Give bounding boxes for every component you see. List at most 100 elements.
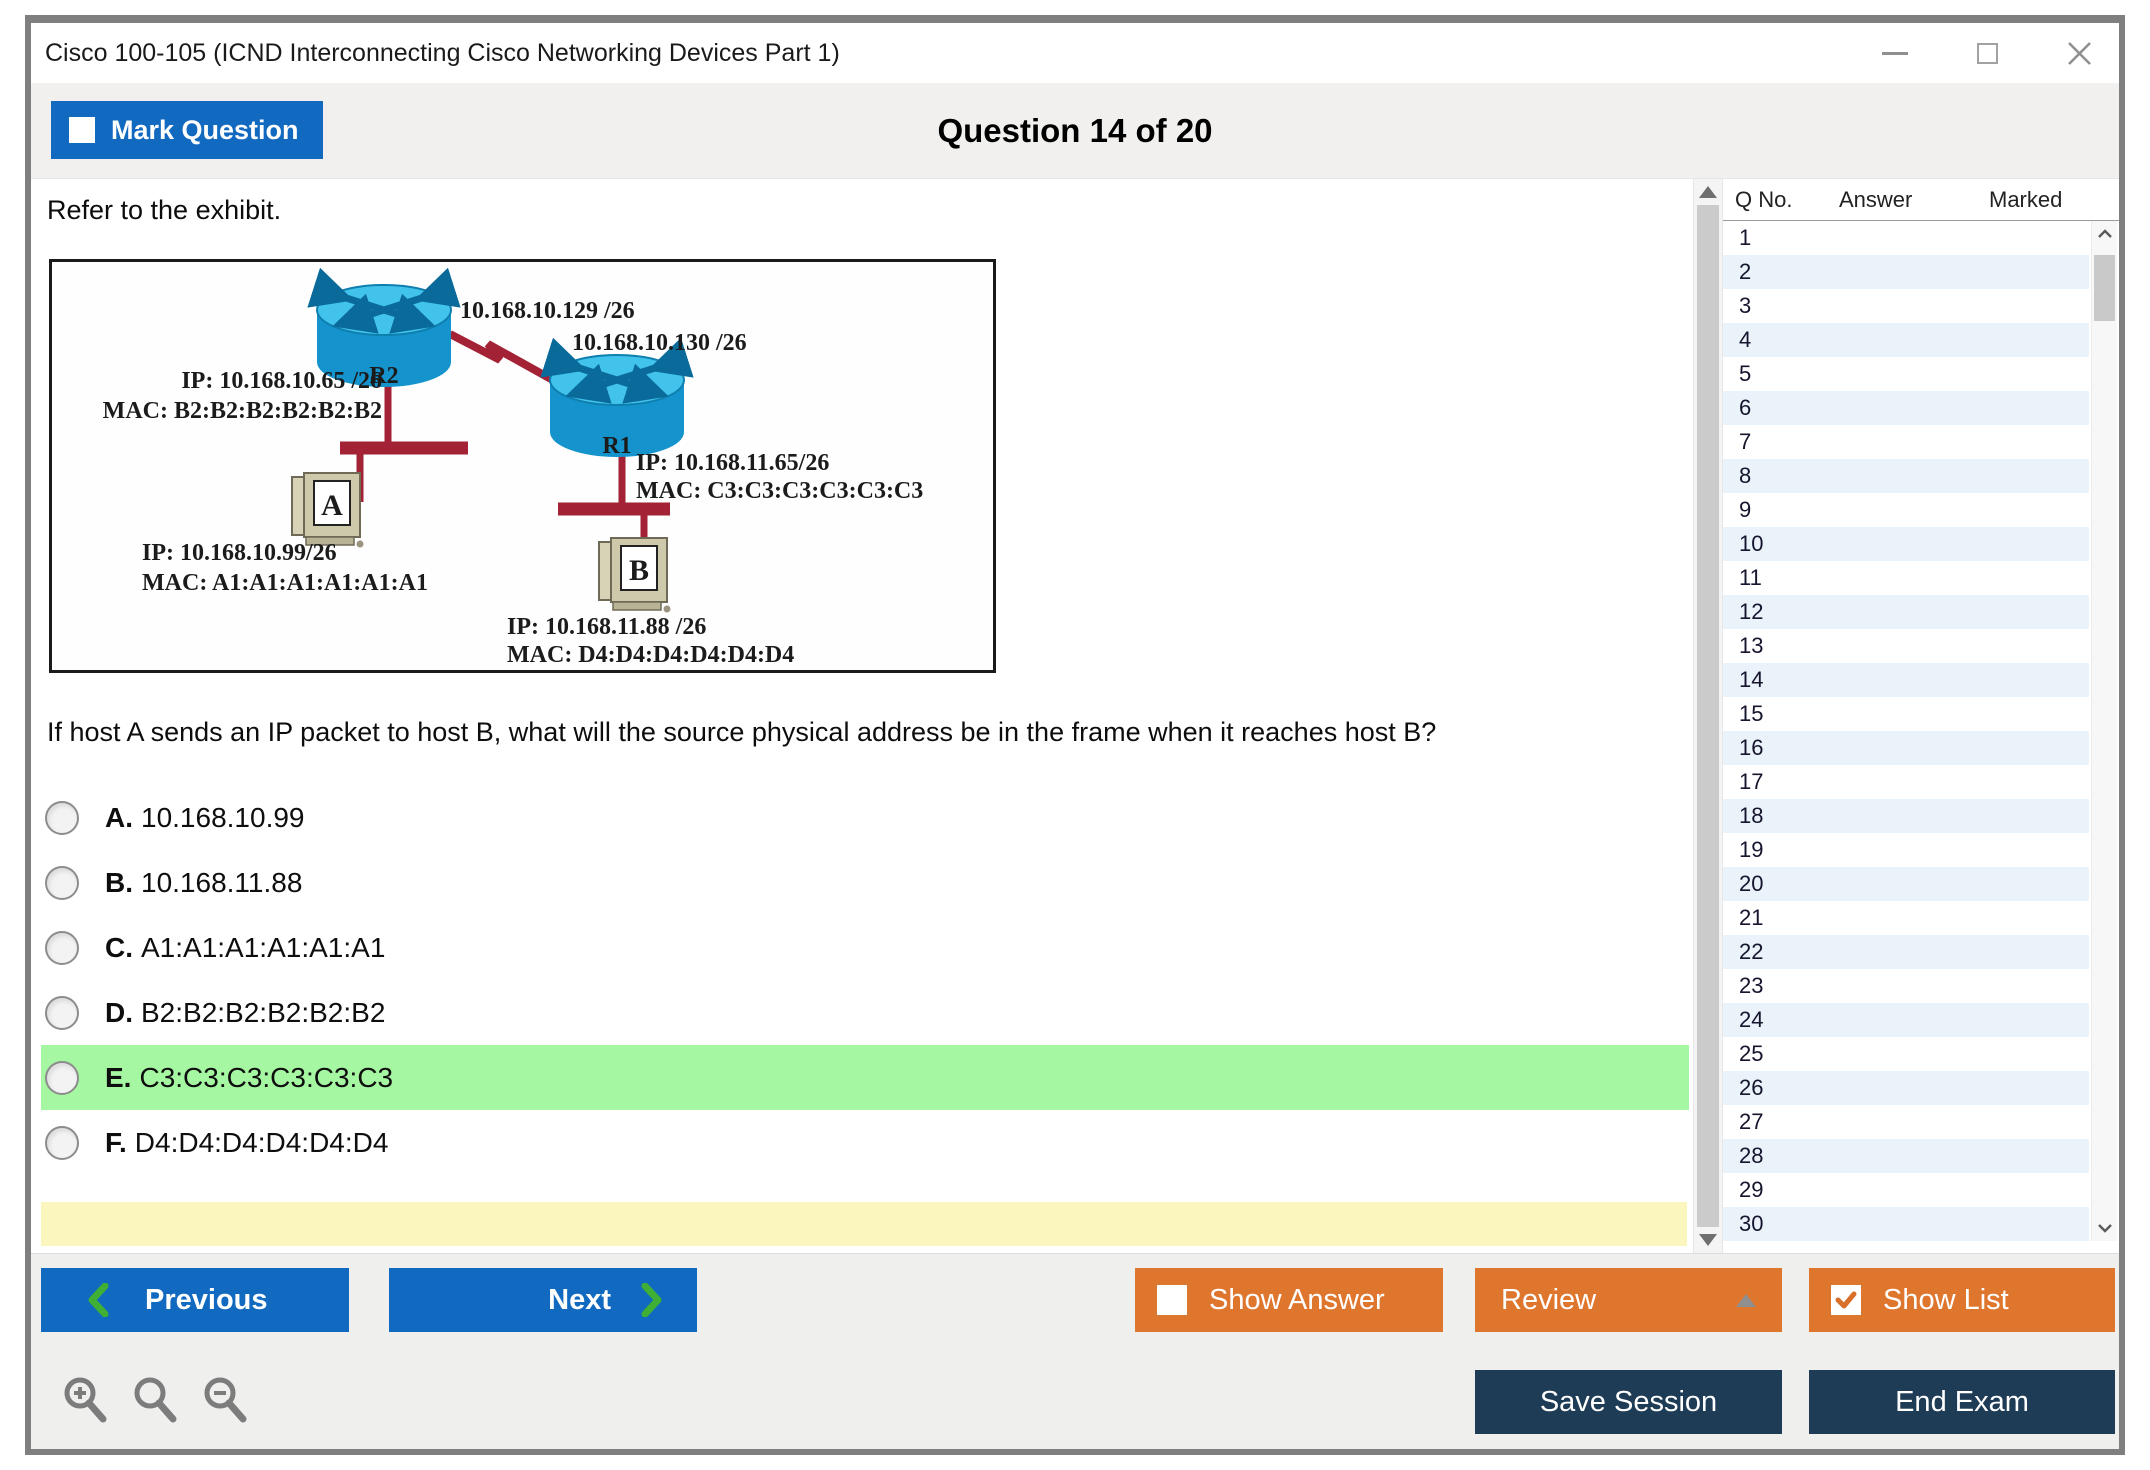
radio-A[interactable]	[45, 800, 79, 835]
note-highlight-bar	[41, 1202, 1687, 1246]
r1-ip-label: IP: 10.168.11.65/26	[636, 450, 829, 476]
question-list-row-21[interactable]: 21	[1739, 905, 1764, 930]
column-qno: Q No.	[1735, 187, 1793, 212]
question-list-row-28[interactable]: 28	[1723, 1139, 2089, 1173]
question-list-row-16[interactable]: 16	[1723, 731, 2089, 765]
question-list-row-25[interactable]: 25	[1739, 1041, 1764, 1066]
question-list-row-14[interactable]: 14	[1723, 663, 2089, 697]
r2-ip-label: IP: 10.168.10.65 /26	[181, 368, 382, 394]
minimize-button[interactable]	[1881, 39, 1909, 67]
question-list-row-4[interactable]: 4	[1723, 323, 2089, 357]
maximize-icon	[1976, 42, 1998, 64]
radio-F[interactable]	[45, 1125, 79, 1160]
review-button[interactable]: Review	[1475, 1268, 1782, 1332]
router-r2-label: R2	[369, 363, 398, 389]
router-r2-icon: R2	[307, 267, 461, 389]
question-list-row-5[interactable]: 5	[1739, 361, 1752, 386]
question-list-row-9[interactable]: 9	[1739, 497, 1752, 522]
next-label: Next	[548, 1283, 611, 1316]
mark-question-checkbox[interactable]	[69, 117, 95, 143]
show-list-label: Show List	[1883, 1283, 2009, 1316]
option-row-C[interactable]: C.A1:A1:A1:A1:A1:A1	[41, 915, 1689, 980]
mark-question-button[interactable]: Mark Question	[51, 101, 323, 159]
chevron-right-icon	[641, 1283, 662, 1317]
option-row-D[interactable]: D.B2:B2:B2:B2:B2:B2	[41, 980, 1689, 1045]
question-list-row-2[interactable]: 2	[1723, 255, 2089, 289]
option-row-F[interactable]: F.D4:D4:D4:D4:D4:D4	[41, 1110, 1689, 1175]
router-r1-icon: R1	[540, 337, 694, 459]
chevron-left-icon	[88, 1283, 109, 1317]
radio-D[interactable]	[45, 995, 79, 1030]
main-scrollbar-thumb[interactable]	[1697, 205, 1719, 1227]
question-list-header: Q No. Answer Marked	[1723, 179, 2119, 221]
panel-scrollbar[interactable]	[2091, 221, 2117, 1241]
question-list-row-23[interactable]: 23	[1739, 973, 1764, 998]
option-row-E[interactable]: E.C3:C3:C3:C3:C3:C3	[41, 1045, 1689, 1110]
r2-mac-label: MAC: B2:B2:B2:B2:B2:B2	[103, 398, 382, 424]
close-button[interactable]	[2065, 39, 2093, 67]
question-list-row-19[interactable]: 19	[1739, 837, 1764, 862]
question-list-row-20[interactable]: 20	[1723, 867, 2089, 901]
save-session-label: Save Session	[1539, 1385, 1718, 1418]
app-window: Cisco 100-105 (ICND Interconnecting Cisc…	[25, 15, 2125, 1455]
option-label-D: D.B2:B2:B2:B2:B2:B2	[105, 996, 386, 1028]
triangle-up-icon	[1736, 1293, 1756, 1307]
question-list-row-11[interactable]: 11	[1739, 565, 1762, 590]
question-counter: Question 14 of 20	[937, 111, 1213, 149]
host-b-letter: B	[629, 554, 649, 587]
host-b-ip-label: IP: 10.168.11.88 /26	[507, 614, 706, 640]
question-list-row-6[interactable]: 6	[1723, 391, 2089, 425]
question-list-row-10[interactable]: 10	[1723, 527, 2089, 561]
show-list-checkbox[interactable]	[1831, 1285, 1861, 1315]
question-list-row-26[interactable]: 26	[1723, 1071, 2089, 1105]
scroll-down-arrow-icon[interactable]	[1699, 1234, 1717, 1246]
question-list-row-22[interactable]: 22	[1723, 935, 2089, 969]
question-list-row-18[interactable]: 18	[1723, 799, 2089, 833]
show-answer-checkbox[interactable]	[1157, 1285, 1187, 1315]
end-exam-button[interactable]: End Exam	[1809, 1370, 2115, 1434]
question-list-row-8[interactable]: 8	[1723, 459, 2089, 493]
exhibit-image: R2 R1	[49, 259, 996, 673]
option-label-F: F.D4:D4:D4:D4:D4:D4	[105, 1126, 389, 1158]
host-a-icon: A	[291, 472, 364, 548]
question-list-row-7[interactable]: 7	[1739, 429, 1752, 454]
question-list-row-13[interactable]: 13	[1739, 633, 1764, 658]
scroll-up-arrow-icon[interactable]	[1699, 186, 1717, 198]
question-list-row-12[interactable]: 12	[1723, 595, 2089, 629]
panel-scroll-up-icon[interactable]	[2097, 229, 2113, 239]
question-list-row-27[interactable]: 27	[1739, 1109, 1764, 1134]
question-list-row-24[interactable]: 24	[1723, 1003, 2089, 1037]
exam-header: Mark Question Question 14 of 20	[31, 83, 2119, 179]
host-b-mac-label: MAC: D4:D4:D4:D4:D4:D4	[507, 642, 794, 668]
question-list-row-3[interactable]: 3	[1739, 293, 1752, 318]
panel-scroll-down-icon[interactable]	[2097, 1223, 2113, 1233]
option-row-A[interactable]: A.10.168.10.99	[41, 785, 1689, 850]
save-session-button[interactable]: Save Session	[1475, 1370, 1782, 1434]
option-label-E: E.C3:C3:C3:C3:C3:C3	[105, 1061, 394, 1093]
zoom-out-icon[interactable]	[199, 1374, 251, 1426]
checkmark-icon	[1835, 1291, 1857, 1309]
question-list-row-1[interactable]: 1	[1739, 225, 1752, 250]
question-list-row-15[interactable]: 15	[1739, 701, 1764, 726]
radio-B[interactable]	[45, 865, 79, 900]
question-list-row-30[interactable]: 30	[1723, 1207, 2089, 1241]
host-a-mac-label: MAC: A1:A1:A1:A1:A1:A1	[142, 570, 428, 596]
main-scrollbar[interactable]	[1693, 179, 1723, 1253]
refer-text: Refer to the exhibit.	[47, 195, 282, 225]
radio-C[interactable]	[45, 930, 79, 965]
radio-E[interactable]	[45, 1060, 79, 1095]
show-answer-button[interactable]: Show Answer	[1135, 1268, 1443, 1332]
question-list-row-29[interactable]: 29	[1739, 1177, 1764, 1202]
panel-scrollbar-thumb[interactable]	[2094, 255, 2115, 321]
previous-button[interactable]: Previous	[41, 1268, 349, 1332]
bottom-toolbar: Previous Next Show Answer Review Show Li…	[31, 1253, 2119, 1449]
question-list-row-17[interactable]: 17	[1739, 769, 1764, 794]
next-button[interactable]: Next	[389, 1268, 697, 1332]
zoom-reset-icon[interactable]	[129, 1374, 181, 1426]
option-row-B[interactable]: B.10.168.11.88	[41, 850, 1689, 915]
router-r1-label: R1	[602, 433, 631, 459]
show-list-button[interactable]: Show List	[1809, 1268, 2115, 1332]
maximize-button[interactable]	[1973, 39, 2001, 67]
zoom-in-icon[interactable]	[59, 1374, 111, 1426]
